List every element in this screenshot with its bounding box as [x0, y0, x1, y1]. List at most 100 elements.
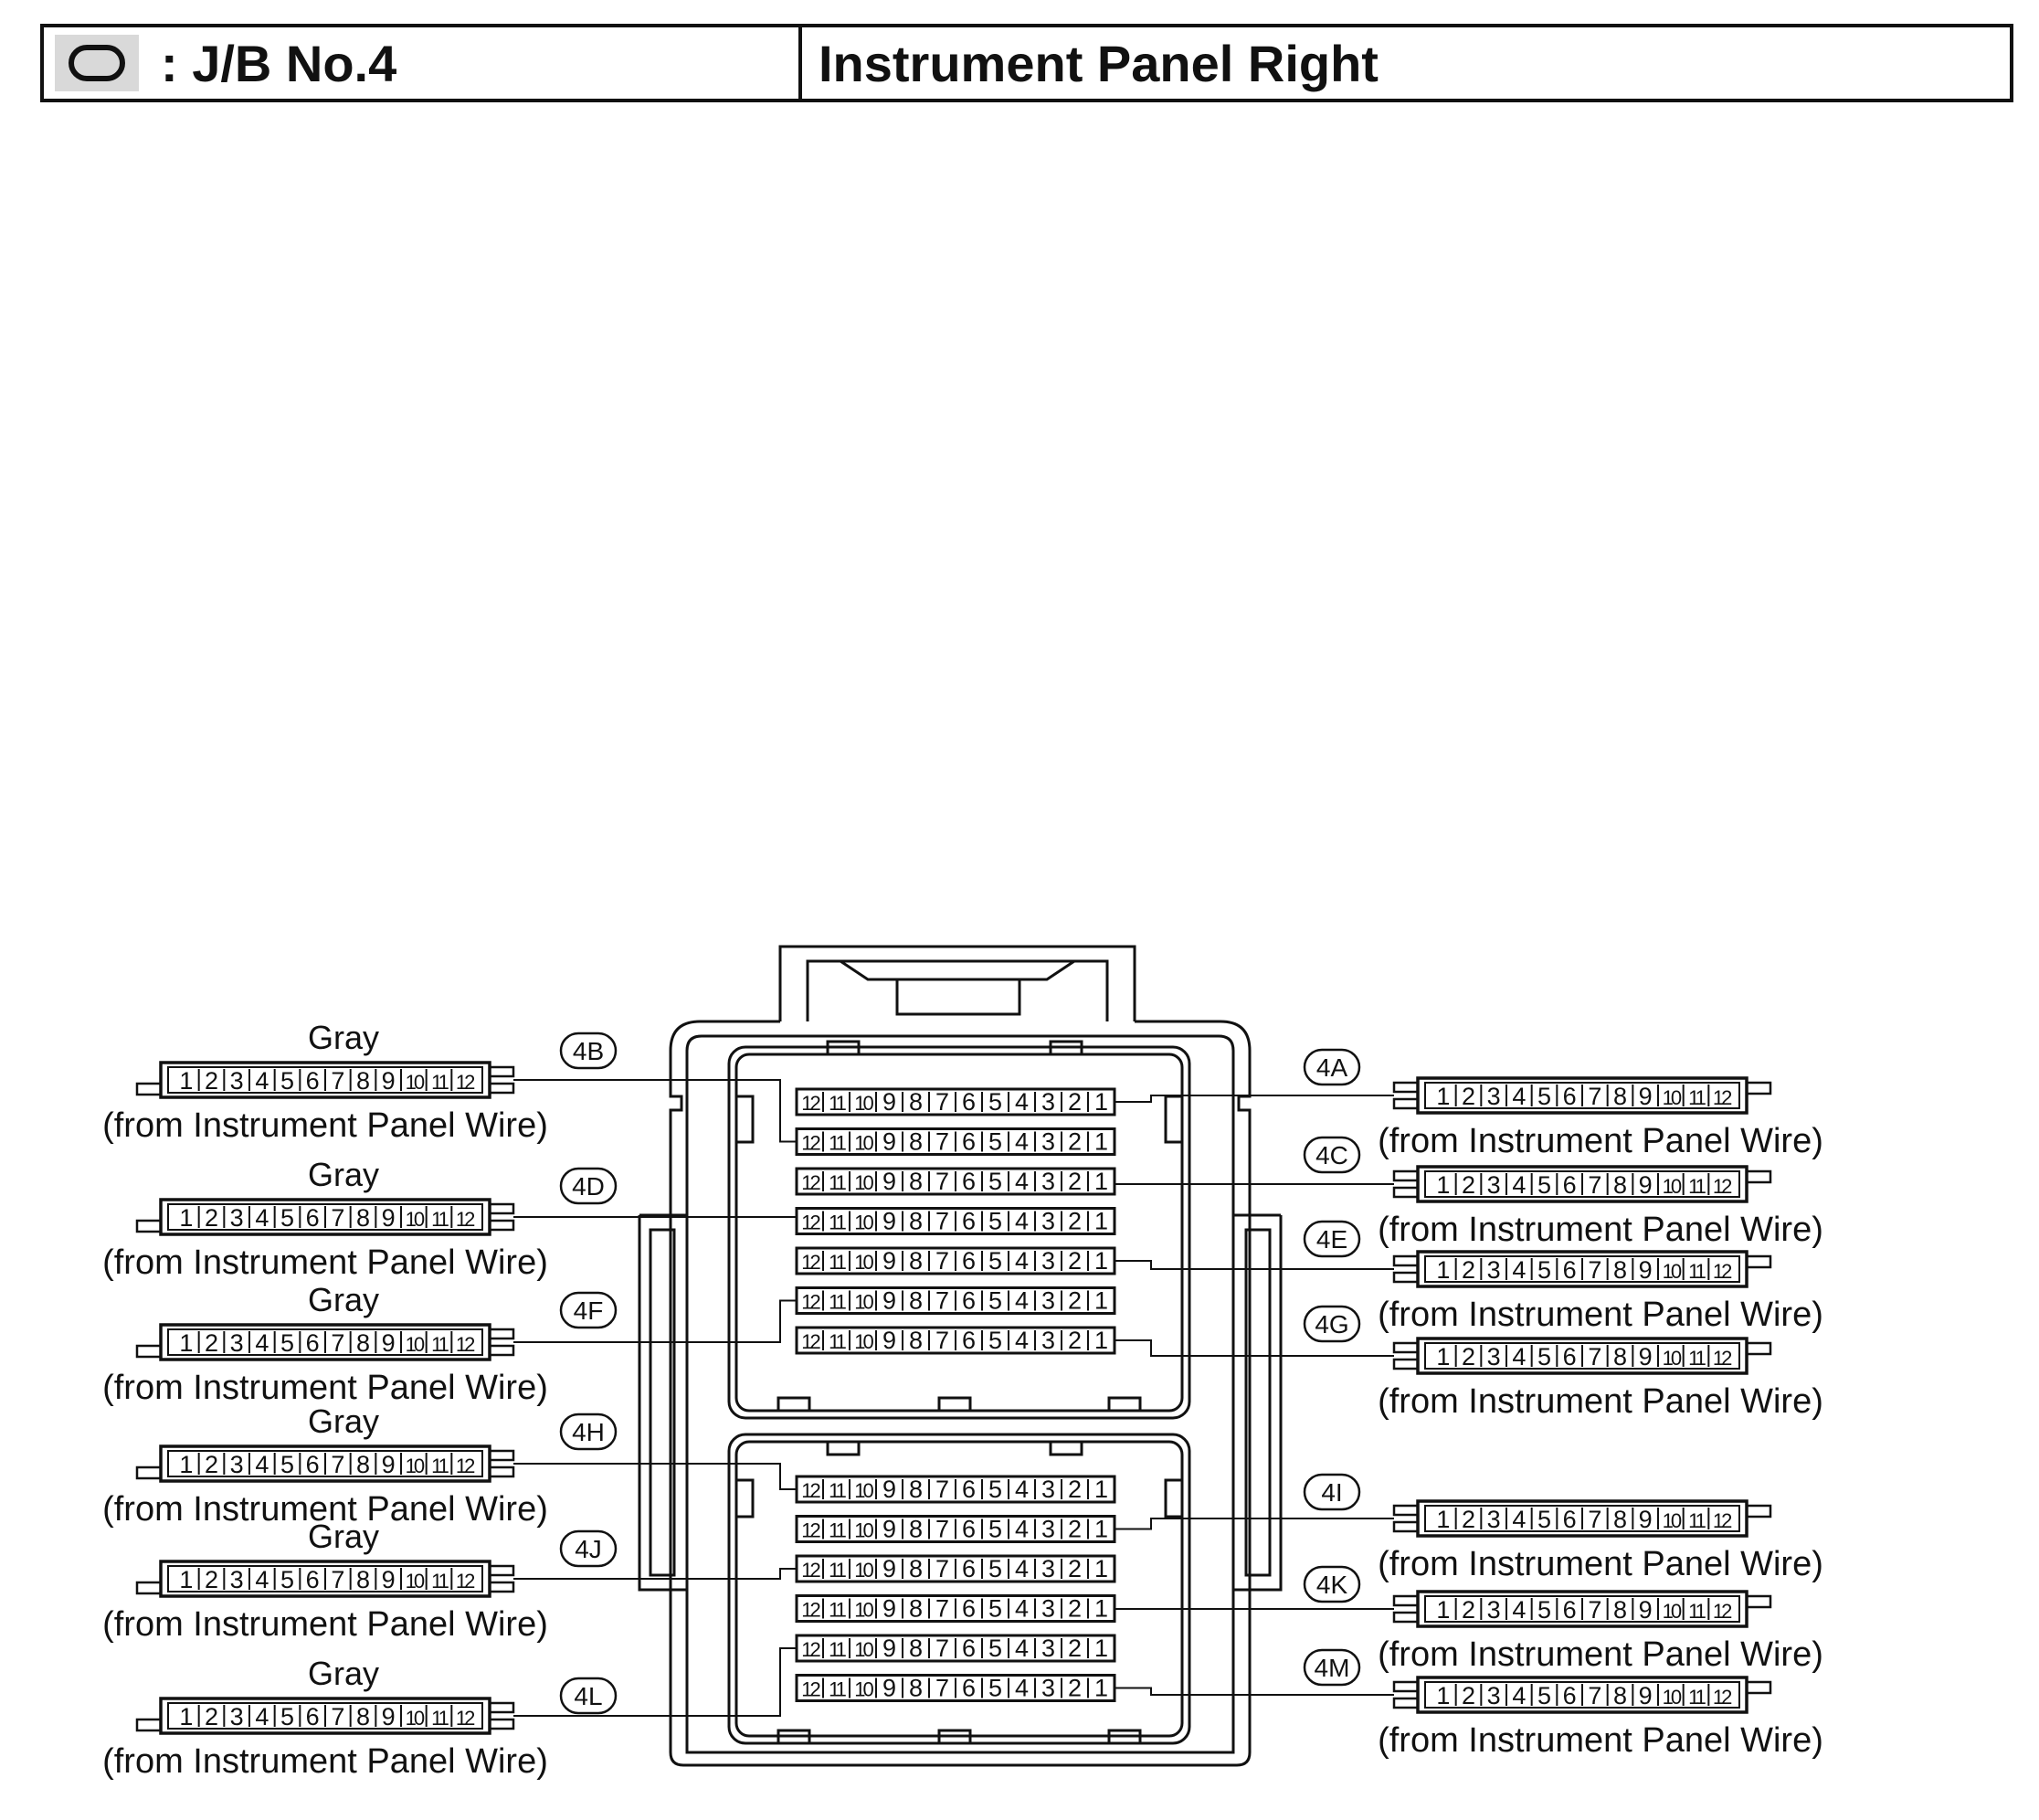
connector-color-label: Gray — [308, 1156, 379, 1193]
connector-pin-label: 3 — [1487, 1596, 1501, 1624]
connector-pin-label: 6 — [1563, 1596, 1577, 1624]
connector-pin-label: 11 — [431, 1071, 449, 1094]
jb-pin-label: 6 — [962, 1595, 976, 1623]
connector-id-callout: 4G — [1303, 1305, 1361, 1343]
connector-id-label: 4I — [1321, 1478, 1342, 1507]
connector-pin-label: 11 — [431, 1208, 449, 1231]
connector-id-label: 4A — [1316, 1053, 1348, 1082]
connector-id-callout: 4B — [559, 1032, 618, 1070]
jb-pin-label: 2 — [1068, 1208, 1082, 1235]
jb-pin-label: 12 — [801, 1559, 820, 1582]
connector-id-callout: 4J — [559, 1529, 618, 1568]
jb-pin-label: 6 — [962, 1675, 976, 1702]
jb-pin-label: 12 — [801, 1212, 820, 1234]
connector-pin-label: 6 — [306, 1204, 320, 1232]
jb-pin-label: 4 — [1015, 1635, 1029, 1662]
jb-pin-label: 6 — [962, 1555, 976, 1582]
jb-pin-label: 12 — [801, 1678, 820, 1701]
jb-pin-label: 1 — [1094, 1128, 1108, 1156]
jb-pin-label: 7 — [935, 1247, 949, 1275]
connector-color-label: Gray — [308, 1402, 379, 1440]
jb-pin-label: 4 — [1015, 1327, 1029, 1354]
jb-pin-label: 10 — [854, 1599, 873, 1622]
jb-pin-label: 10 — [854, 1559, 873, 1582]
jb-pin-label: 9 — [882, 1088, 896, 1116]
jb-pin-label: 10 — [854, 1479, 873, 1502]
jb-pin-label: 5 — [988, 1675, 1002, 1702]
connector-pin-label: 5 — [1537, 1256, 1551, 1284]
connector-pin-label: 4 — [1512, 1682, 1526, 1709]
connector-pin-label: 7 — [331, 1566, 344, 1593]
jb-pin-label: 11 — [829, 1519, 847, 1542]
jb-pin-label: 6 — [962, 1516, 976, 1543]
jb-pin-label: 8 — [909, 1595, 923, 1623]
jb-pin-label: 5 — [988, 1595, 1002, 1623]
connector-pin-label: 12 — [456, 1570, 475, 1592]
connector-pin-label: 1 — [179, 1204, 193, 1232]
jb-pin-label: 4 — [1015, 1675, 1029, 1702]
connector-pin-label: 4 — [1512, 1596, 1526, 1624]
jb-pin-label: 3 — [1041, 1595, 1055, 1623]
jb-pin-label: 1 — [1094, 1516, 1108, 1543]
connector-id-callout: 4K — [1303, 1565, 1361, 1603]
connector-pin-label: 4 — [255, 1067, 269, 1095]
jb-pin-label: 11 — [829, 1212, 847, 1234]
jb-pin-label: 7 — [935, 1327, 949, 1354]
junction-block-label: : J/B No.4 — [161, 34, 397, 92]
jb-pin-label: 11 — [829, 1171, 847, 1194]
connector-pin-label: 9 — [382, 1703, 396, 1730]
connector-pin-label: 11 — [431, 1333, 449, 1356]
connector-id-callout: 4M — [1303, 1648, 1361, 1687]
connector-pin-label: 6 — [306, 1566, 320, 1593]
connector-pin-label: 5 — [1537, 1596, 1551, 1624]
connector-pin-label: 3 — [1487, 1171, 1501, 1199]
connector-source-label: (from Instrument Panel Wire) — [1378, 1635, 1823, 1674]
junction-block-body — [638, 945, 1283, 1767]
jb-pin-label: 3 — [1041, 1635, 1055, 1662]
connector-pin-label: 3 — [230, 1703, 244, 1730]
jb-pin-label: 7 — [935, 1476, 949, 1503]
jb-pin-label: 9 — [882, 1476, 896, 1503]
jb-pin-label: 3 — [1041, 1555, 1055, 1582]
jb-pin-label: 4 — [1015, 1168, 1029, 1195]
connector-pin-label: 7 — [331, 1329, 344, 1357]
connector-pin-label: 11 — [431, 1455, 449, 1477]
connector-pin-label: 4 — [255, 1204, 269, 1232]
jb-pin-label: 11 — [829, 1132, 847, 1155]
connector-id-callout: 4A — [1303, 1048, 1361, 1086]
connector-color-label: Gray — [308, 1518, 379, 1555]
connector-pin-label: 6 — [1563, 1506, 1577, 1533]
connector-pin-label: 2 — [1462, 1596, 1475, 1624]
jb-pin-label: 4 — [1015, 1287, 1029, 1315]
connector-pin-label: 7 — [1588, 1682, 1601, 1709]
jb-pin-label: 6 — [962, 1635, 976, 1662]
jb-pin-label: 8 — [909, 1287, 923, 1315]
jb-pin-label: 8 — [909, 1168, 923, 1195]
jb-pin-label: 1 — [1094, 1635, 1108, 1662]
connector-id-callout: 4E — [1303, 1220, 1361, 1258]
connector-pin-label: 8 — [1613, 1506, 1627, 1533]
connector-pin-label: 2 — [1462, 1256, 1475, 1284]
jb-pin-label: 9 — [882, 1675, 896, 1702]
jb-pin-label: 12 — [801, 1638, 820, 1661]
connector-id-callout: 4C — [1303, 1136, 1361, 1174]
connector-pin-label: 11 — [1688, 1509, 1706, 1532]
jb-pin-label: 1 — [1094, 1088, 1108, 1116]
connector-pin-label: 11 — [1688, 1260, 1706, 1283]
connector-pin-label: 10 — [1663, 1086, 1682, 1109]
jb-pin-label: 10 — [854, 1291, 873, 1314]
connector-pin-label: 8 — [1613, 1596, 1627, 1624]
connector-source-label: (from Instrument Panel Wire) — [1378, 1122, 1823, 1160]
connector-pin-label: 10 — [1663, 1260, 1682, 1283]
connector-pin-label: 12 — [1713, 1600, 1732, 1623]
connector-pin-label: 12 — [1713, 1260, 1732, 1283]
connector-pin-label: 7 — [1588, 1171, 1601, 1199]
connector-pin-label: 3 — [230, 1566, 244, 1593]
connector-source-label: (from Instrument Panel Wire) — [1378, 1382, 1823, 1421]
